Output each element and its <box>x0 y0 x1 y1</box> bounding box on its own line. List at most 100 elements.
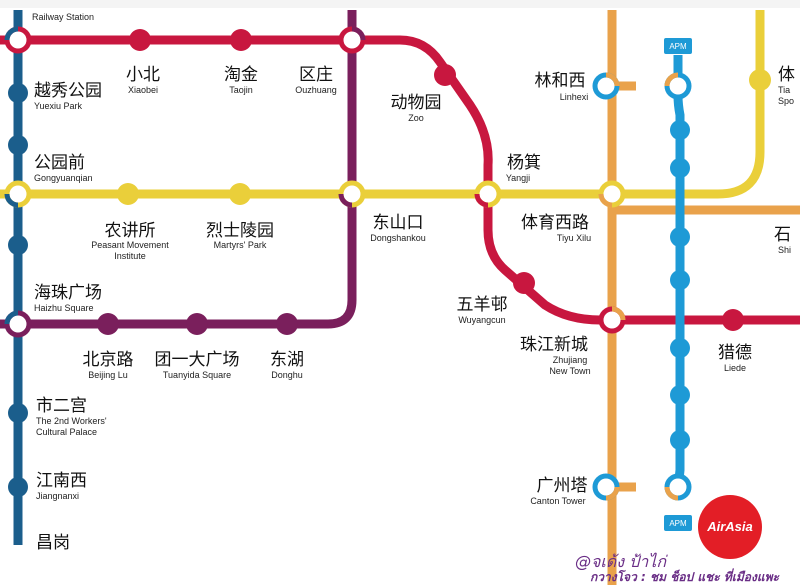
label-ouzhuang: 区庄 Ouzhuang <box>295 65 337 95</box>
line-purple <box>0 10 357 329</box>
interchange-canton-tower[interactable] <box>592 473 692 501</box>
svg-text:Peasant Movement: Peasant Movement <box>91 240 169 250</box>
svg-text:Cultural Palace: Cultural Palace <box>36 427 97 437</box>
svg-text:体: 体 <box>778 65 795 85</box>
svg-text:Shi: Shi <box>778 245 791 255</box>
station-dot[interactable] <box>670 430 690 450</box>
svg-text:Donghu: Donghu <box>271 370 303 380</box>
svg-text:北京路: 北京路 <box>83 350 134 370</box>
apm-badge-top: APM <box>664 38 692 54</box>
station-dot[interactable] <box>230 29 252 51</box>
label-taojin: 淘金 Taojin <box>224 65 258 95</box>
svg-text:Taojin: Taojin <box>229 85 253 95</box>
svg-text:Dongshankou: Dongshankou <box>370 233 426 243</box>
station-dot[interactable] <box>8 83 28 103</box>
svg-text:APM: APM <box>669 519 687 528</box>
svg-text:New Town: New Town <box>549 366 590 376</box>
interchange-yangji[interactable] <box>474 180 502 208</box>
svg-text:Yuexiu Park: Yuexiu Park <box>34 101 83 111</box>
svg-text:体育西路: 体育西路 <box>521 213 589 233</box>
interchange-gongyuanqian[interactable] <box>4 180 32 208</box>
watermark: @จเด้ง ป้าไก่ กวางโจว : ชม ช็อป แชะ ที่เ… <box>575 552 780 584</box>
station-dot[interactable] <box>670 120 690 140</box>
label-gongyuanqian: 公园前 Gongyuanqian <box>34 153 93 183</box>
svg-text:@จเด้ง ป้าไก่: @จเด้ง ป้าไก่ <box>575 552 668 571</box>
interchange-dongshankou[interactable] <box>338 180 366 208</box>
svg-text:杨箕: 杨箕 <box>507 153 541 173</box>
svg-text:Linhexi: Linhexi <box>560 92 589 102</box>
svg-text:淘金: 淘金 <box>224 65 258 85</box>
label-lieshilingyuan: 烈士陵园 Martyrs' Park <box>206 221 274 250</box>
station-dot[interactable] <box>97 313 119 335</box>
label-nongjiangsuo: 农讲所 Peasant Movement Institute <box>91 221 169 261</box>
svg-text:越秀公园: 越秀公园 <box>34 81 102 101</box>
station-dot[interactable] <box>670 385 690 405</box>
svg-text:Ouzhuang: Ouzhuang <box>295 85 337 95</box>
svg-text:AirAsia: AirAsia <box>706 519 753 534</box>
station-dot[interactable] <box>186 313 208 335</box>
station-dot[interactable] <box>434 64 456 86</box>
svg-text:Zoo: Zoo <box>408 113 424 123</box>
svg-text:珠江新城: 珠江新城 <box>520 335 588 355</box>
station-dot[interactable] <box>670 270 690 290</box>
station-dot[interactable] <box>513 272 535 294</box>
label-canton-tower: 广州塔 Canton Tower <box>530 476 587 506</box>
label-tuanyida-square: 团一大广场 Tuanyida Square <box>155 350 240 380</box>
station-dot[interactable] <box>229 183 251 205</box>
station-dot[interactable] <box>8 135 28 155</box>
station-dot[interactable] <box>129 29 151 51</box>
interchange-railway-station[interactable] <box>4 26 32 54</box>
svg-text:昌岗: 昌岗 <box>36 533 70 553</box>
svg-text:公园前: 公园前 <box>34 153 85 173</box>
label-liede: 猎德 Liede <box>718 343 752 373</box>
line-orange <box>596 10 800 585</box>
interchange-tiyu-xilu[interactable] <box>598 180 626 208</box>
station-dot[interactable] <box>722 309 744 331</box>
label-tianhe-partial: 体 Tia Spo <box>778 65 795 106</box>
station-dot[interactable] <box>117 183 139 205</box>
svg-text:Spo: Spo <box>778 96 794 106</box>
label-beijing-lu: 北京路 Beijing Lu <box>83 350 134 380</box>
svg-text:海珠广场: 海珠广场 <box>34 283 102 303</box>
station-dot[interactable] <box>8 235 28 255</box>
airasia-logo: AirAsia <box>698 495 762 559</box>
interchange-zhujiang-new-town[interactable] <box>598 306 626 334</box>
label-changgang: 昌岗 <box>36 533 70 553</box>
label-yangji: 杨箕 Yangji <box>506 153 541 183</box>
station-dot[interactable] <box>670 338 690 358</box>
interchange-ouzhuang[interactable] <box>338 26 366 54</box>
svg-text:石: 石 <box>774 225 791 245</box>
svg-text:Jiangnanxi: Jiangnanxi <box>36 491 79 501</box>
svg-text:APM: APM <box>669 42 687 51</box>
svg-text:猎德: 猎德 <box>718 343 752 363</box>
svg-text:Wuyangcun: Wuyangcun <box>458 315 505 325</box>
svg-text:Beijing Lu: Beijing Lu <box>88 370 128 380</box>
line-red <box>0 35 800 325</box>
svg-text:Railway Station: Railway Station <box>32 12 94 22</box>
svg-text:江南西: 江南西 <box>36 471 87 491</box>
svg-text:团一大广场: 团一大广场 <box>155 350 240 370</box>
interchange-linhexi[interactable] <box>592 72 692 100</box>
svg-text:林和西: 林和西 <box>535 71 586 91</box>
svg-text:Tia: Tia <box>778 85 790 95</box>
label-railway-station: Railway Station <box>32 12 94 22</box>
label-linhexi: 林和西 Linhexi <box>535 71 589 102</box>
svg-text:Tuanyida Square: Tuanyida Square <box>163 370 231 380</box>
svg-text:กวางโจว : ชม ช็อป แชะ ที่เมือง: กวางโจว : ชม ช็อป แชะ ที่เมืองแพะ <box>590 568 780 584</box>
svg-text:Tiyu Xilu: Tiyu Xilu <box>557 233 591 243</box>
line-yellow <box>0 10 765 199</box>
station-dot[interactable] <box>276 313 298 335</box>
station-dot[interactable] <box>670 158 690 178</box>
label-haizhu-square: 海珠广场 Haizhu Square <box>34 283 102 313</box>
station-dot[interactable] <box>8 403 28 423</box>
station-dot[interactable] <box>749 69 771 91</box>
label-yuexiu-park: 越秀公园 Yuexiu Park <box>34 81 102 111</box>
station-dot[interactable] <box>8 477 28 497</box>
station-dot[interactable] <box>670 227 690 247</box>
label-donghu: 东湖 Donghu <box>270 350 304 380</box>
svg-text:东山口: 东山口 <box>373 213 424 233</box>
svg-text:东湖: 东湖 <box>270 350 304 370</box>
interchange-haizhu-square[interactable] <box>4 310 32 338</box>
svg-text:The 2nd Workers': The 2nd Workers' <box>36 416 107 426</box>
